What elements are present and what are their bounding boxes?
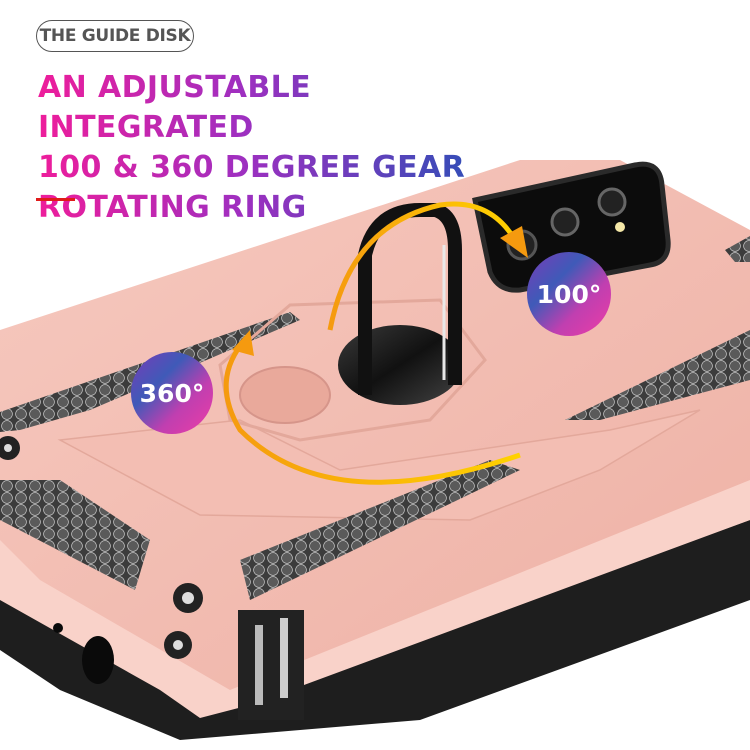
screw-icon [0,436,20,460]
rotation-arrow-100 [327,201,518,331]
rotation-arrow-360 [223,338,521,485]
headline: AN ADJUSTABLE INTEGRATED 100 & 360 DEGRE… [38,68,484,228]
headphone-port [82,636,114,684]
ring-holder [218,203,487,442]
accent-divider [36,198,75,201]
grip-strip-left [0,480,150,590]
side-buttons [238,610,304,720]
grip-strip-upper-right [725,236,750,262]
guide-disk-tag: THE GUIDE DISK [36,20,194,52]
headline-line-3: ROTATING RING [38,188,484,228]
case-inner-panel [57,409,701,521]
badge-100-degree: 100° [527,252,611,336]
screw-icon [173,583,203,613]
headline-line-1: AN ADJUSTABLE INTEGRATED [38,68,484,148]
mic-hole [53,623,63,633]
headline-line-2: 100 & 360 DEGREE GEAR [38,148,484,188]
badge-360-degree: 360° [131,352,213,434]
arrow-head-360 [232,330,254,356]
screw-icon [164,631,192,659]
grip-strip-lower [240,460,520,600]
arrow-head-100 [500,226,528,258]
grip-strip-right [565,330,750,420]
